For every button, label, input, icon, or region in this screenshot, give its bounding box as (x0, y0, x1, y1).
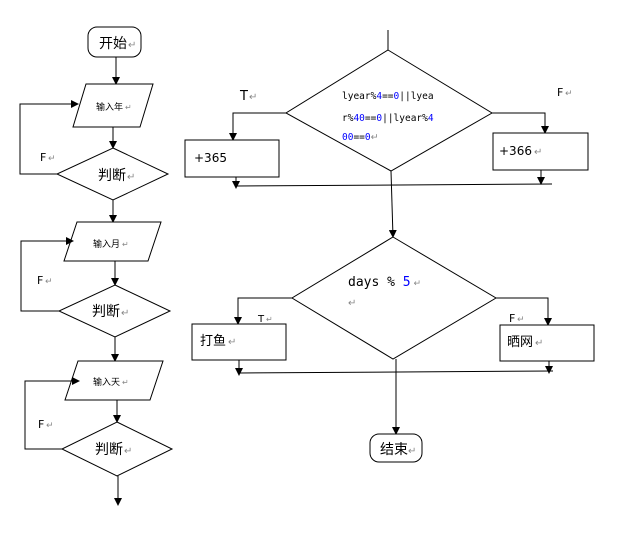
right-flow: lyear%4==0||lyea r%40==0||lyear%4 00==0↵… (184, 30, 595, 463)
branch-false-2 (496, 297, 552, 326)
fishing-box (191, 323, 287, 361)
paragraph-mark: ↵ (48, 154, 56, 164)
paragraph-mark: ↵ (121, 308, 129, 319)
leap-condition-line-3: 00==0↵ (342, 132, 379, 143)
merge-line-1 (235, 183, 553, 187)
false-label-2: F (509, 312, 515, 325)
paragraph-mark: ↵ (249, 92, 257, 103)
arrow-to-days-diamond (388, 170, 397, 238)
paragraph-mark: ↵ (128, 40, 136, 51)
paragraph-mark: ↵ (228, 337, 236, 348)
branch-true (229, 112, 286, 141)
fishing-label: 打鱼 (200, 333, 226, 349)
judge-1-label: 判断 (98, 168, 126, 184)
paragraph-mark: ↵ (348, 298, 356, 309)
leap-condition-line-1: lyear%4==0||lyea (342, 91, 434, 102)
false-1-label: F (40, 151, 46, 164)
end-label: 结束 (380, 442, 408, 458)
paragraph-mark: ↵ (534, 147, 542, 158)
paragraph-mark: ↵ (122, 378, 129, 387)
true-label: T (239, 89, 248, 104)
false-label: F (557, 86, 563, 99)
leap-condition-line-2: r%40==0||lyear%4 (342, 113, 434, 124)
end-terminal (369, 433, 423, 463)
input-day-parallelogram (64, 360, 164, 401)
add-366-label: +366 (499, 144, 532, 158)
add-365-box (184, 139, 280, 178)
paragraph-mark: ↵ (122, 240, 129, 249)
false-loop-2 (20, 237, 74, 312)
paragraph-mark: ↵ (124, 446, 132, 457)
left-flow: 开始 ↵ 输入年 ↵ 判断 ↵ F ↵ 输入月 ↵ 判断 ↵ F ↵ 输入天 ↵ (19, 26, 174, 506)
days-expression: days % 5 ↵ (348, 275, 421, 290)
paragraph-mark: ↵ (46, 421, 54, 431)
input-day-label: 输入天 (93, 376, 120, 388)
drying-nets-box (499, 324, 595, 362)
judge-3-diamond (60, 421, 174, 477)
add-366-box (492, 132, 589, 171)
input-month-parallelogram (63, 221, 162, 262)
paragraph-mark: ↵ (535, 338, 543, 349)
false-3-label: F (38, 418, 44, 431)
paragraph-mark: ↵ (408, 446, 416, 457)
input-year-label: 输入年 (96, 101, 123, 113)
branch-false (492, 112, 549, 134)
paragraph-mark: ↵ (125, 103, 132, 112)
paragraph-mark: ↵ (45, 277, 53, 287)
false-2-label: F (37, 274, 43, 287)
input-month-label: 输入月 (93, 238, 120, 250)
judge-3-label: 判断 (95, 442, 123, 458)
false-loop-1 (19, 100, 79, 175)
paragraph-mark: ↵ (517, 315, 525, 325)
days-mod-diamond (291, 236, 497, 360)
judge-2-label: 判断 (92, 304, 120, 320)
branch-true-2 (234, 297, 292, 325)
leap-year-diamond (285, 49, 493, 172)
start-label: 开始 (99, 36, 127, 52)
paragraph-mark: ↵ (127, 172, 135, 183)
start-terminal (87, 26, 142, 58)
paragraph-mark: ↵ (266, 315, 273, 324)
true-label-2: T (257, 314, 265, 325)
drying-nets-label: 晒网 (507, 335, 533, 350)
add-365-label: +365 (194, 151, 227, 165)
input-year-parallelogram (72, 83, 154, 128)
paragraph-mark: ↵ (565, 89, 573, 99)
false-loop-3 (24, 377, 80, 450)
